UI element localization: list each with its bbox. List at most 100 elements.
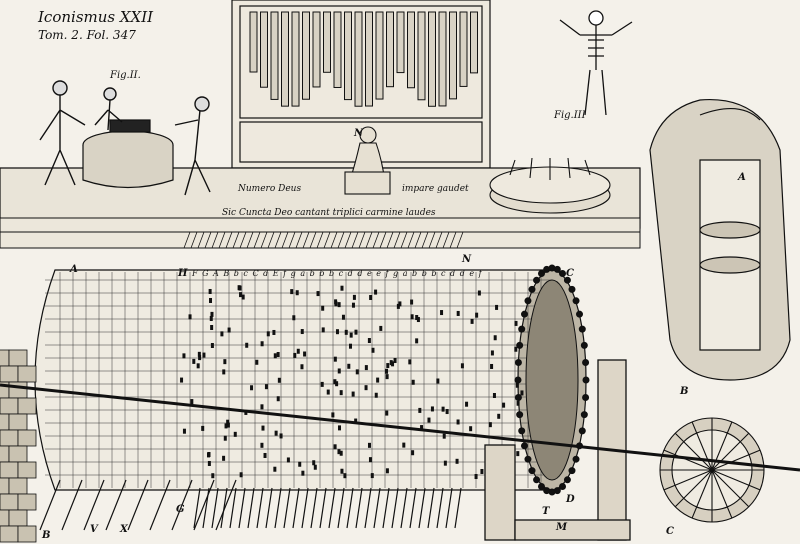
brick (8, 381, 28, 399)
gear-tooth (572, 297, 580, 305)
figure-3-label: Fig.III (554, 110, 586, 121)
gear-body (525, 279, 579, 481)
wheel-spoke (663, 469, 713, 491)
letter-b-wheel: B (680, 386, 689, 397)
wheel-spoke (674, 469, 713, 508)
brick (0, 365, 19, 383)
key-rod (445, 487, 453, 529)
brick (0, 397, 19, 415)
gear-tooth (516, 341, 524, 349)
cylinder-pin (273, 466, 277, 472)
key-lever (253, 231, 261, 249)
cylinder-pin (312, 460, 316, 466)
cylinder-pin (340, 285, 344, 291)
key-rod (364, 487, 372, 529)
key-rod (247, 487, 255, 529)
brick (0, 413, 10, 431)
key-rod (229, 487, 237, 529)
key-lever (393, 231, 401, 249)
key-rod (220, 487, 228, 529)
cylinder-pin (371, 347, 375, 353)
cylinder-pin (351, 302, 355, 308)
key-lever (295, 231, 303, 249)
key-lever (344, 231, 352, 249)
key-lever (197, 231, 205, 249)
cylinder-pin (226, 422, 230, 428)
organ-pipe (417, 11, 426, 101)
cylinder-pin (515, 382, 519, 388)
key-rod (238, 487, 246, 529)
organ-pipe (407, 11, 415, 89)
key-lever (442, 231, 450, 249)
key-lever (449, 231, 457, 249)
cylinder-pin (514, 346, 518, 352)
gear-tooth (533, 276, 541, 284)
water-wheel (659, 417, 765, 523)
gear-tooth (537, 483, 545, 491)
cylinder-pin (337, 368, 341, 374)
cylinder-pin (331, 412, 335, 418)
key-lever (218, 231, 226, 249)
cylinder-pin (443, 460, 447, 466)
cylinder-pin (335, 329, 339, 335)
cylinder-pin (260, 442, 264, 448)
key-lever (260, 231, 268, 249)
cylinder-pin (516, 400, 520, 406)
letter-v: V (90, 524, 98, 535)
key-lever (225, 231, 233, 249)
key-lever (414, 231, 422, 249)
cylinder-pin (286, 457, 290, 463)
cylinder-pin (379, 325, 383, 331)
organ-pipe (396, 11, 405, 74)
organ-pipe (323, 11, 331, 73)
cylinder-pin (290, 289, 294, 295)
organ-pipe (344, 11, 352, 101)
key-lever (400, 231, 408, 249)
key-lever (358, 231, 366, 249)
key-lever (288, 231, 296, 249)
cylinder-pin (470, 318, 474, 324)
key-rod (382, 487, 390, 529)
letter-c-right: C (566, 268, 574, 279)
key-rod (256, 487, 264, 529)
cylinder-pin (192, 358, 196, 364)
cylinder-pin (376, 377, 380, 383)
key-lever (309, 231, 317, 249)
cylinder-pin (520, 390, 524, 396)
cylinder-pin (398, 301, 402, 307)
cylinder-pin (277, 377, 281, 383)
cylinder-pin (340, 468, 344, 474)
letter-a-tank: A (738, 172, 746, 183)
cylinder-pin (385, 368, 389, 374)
cylinder-pin (279, 433, 283, 439)
dancer-platform (489, 157, 611, 214)
letter-x: X (120, 524, 128, 535)
key-lever (246, 231, 254, 249)
cylinder-pin (410, 299, 414, 305)
key-lever (239, 231, 247, 249)
key-lever (372, 231, 380, 249)
letter-h: H (178, 268, 188, 279)
cylinder-pin (296, 348, 300, 354)
key-rod (292, 487, 300, 529)
key-lever (323, 231, 331, 249)
organ-pipe (459, 11, 468, 87)
gear-tooth (533, 476, 541, 484)
cylinder-pin (333, 356, 337, 362)
wheel-spoke (711, 449, 761, 471)
lever-rod (105, 479, 127, 531)
cylinder-pin (495, 304, 499, 310)
cylinder-pin (188, 314, 192, 320)
cylinder-pin (202, 352, 206, 358)
cylinder-pin (385, 468, 389, 474)
organ-pipe (333, 11, 342, 88)
cylinder-pin (337, 425, 341, 431)
wheel-spoke (711, 469, 733, 519)
cylinder-pin (316, 291, 320, 297)
cylinder-pin (339, 390, 343, 396)
cylinder-pin (303, 351, 307, 357)
cylinder-pin (367, 442, 371, 448)
letter-n-upper: N (354, 128, 364, 139)
cylinder-pin (354, 329, 358, 335)
cylinder-pin (374, 289, 378, 295)
